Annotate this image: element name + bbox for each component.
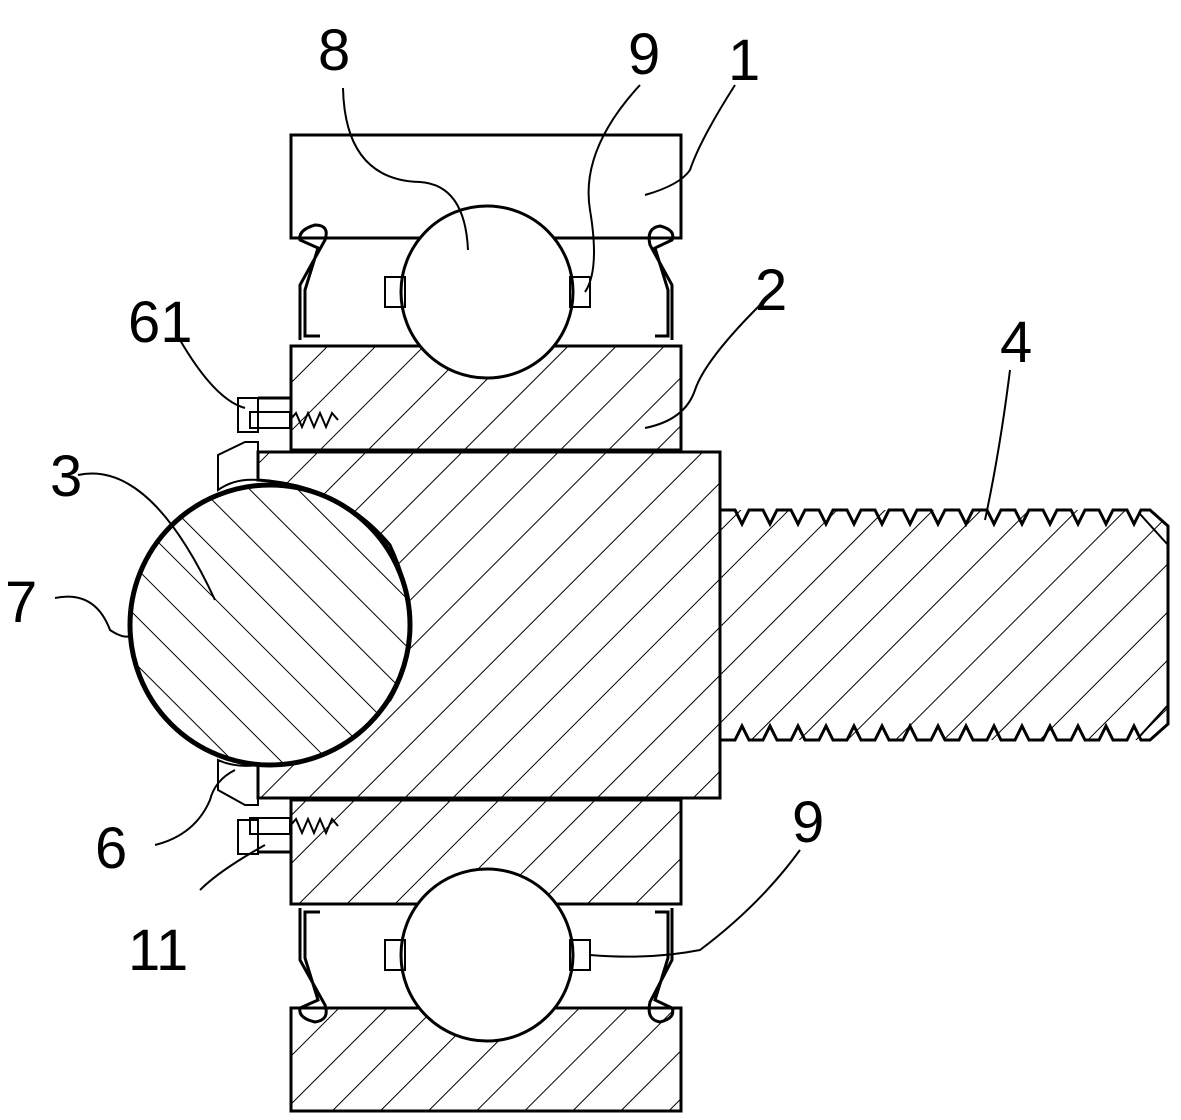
leader-lines: [54, 84, 1011, 958]
threaded-shaft: [720, 508, 1170, 742]
label-7: 7: [5, 570, 37, 635]
label-11: 11: [128, 918, 188, 983]
label-9-bottom: 9: [792, 790, 824, 855]
bearing-ball-top: [384, 204, 591, 380]
label-4: 4: [1000, 310, 1032, 375]
reference-numbers: 8 9 1 61 2 4 3 7 6 9 11: [5, 18, 1032, 983]
ball-joint-sphere: [127, 482, 413, 768]
label-3: 3: [50, 444, 82, 509]
label-1: 1: [728, 28, 760, 93]
label-2: 2: [755, 258, 787, 323]
label-9-top: 9: [628, 22, 660, 87]
label-61: 61: [128, 290, 193, 355]
label-6: 6: [95, 816, 127, 881]
seal-bottom-right: [647, 908, 675, 1024]
seal-bottom-left: [298, 908, 328, 1024]
retaining-screw-top: [249, 410, 339, 430]
seal-top-right: [647, 224, 675, 340]
seal-top-left: [298, 223, 328, 340]
retaining-screw-bottom: [249, 816, 339, 836]
bearing-ball-bottom: [384, 867, 591, 1043]
label-8: 8: [318, 18, 350, 83]
